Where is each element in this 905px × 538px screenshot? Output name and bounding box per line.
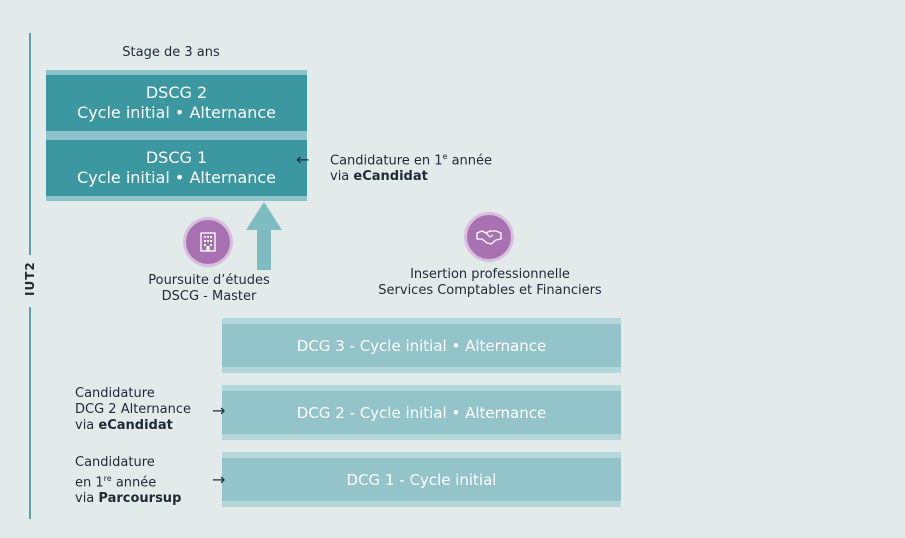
dcg1-application: Candidature en 1re année via Parcoursup [75, 455, 215, 507]
dcg2-box: DCG 2 - Cycle initial • Alternance [222, 385, 621, 440]
dcg2-application: Candidature DCG 2 Alternance via eCandid… [75, 386, 225, 434]
dcg1-box: DCG 1 - Cycle initial [222, 452, 621, 507]
arrow-right-icon: → [212, 401, 226, 420]
dcg1-label: DCG 1 - Cycle initial [346, 470, 497, 489]
rail-label: IUT2 [23, 261, 37, 296]
building-icon [183, 217, 233, 267]
dscg1-application-line2: via eCandidat [330, 169, 428, 185]
side-rail-bottom [29, 307, 31, 519]
side-rail-top [29, 33, 31, 255]
dcg2-application-line3: via eCandidat [75, 418, 173, 433]
dcg3-box: DCG 3 - Cycle initial • Alternance [222, 318, 621, 373]
dscg1-box: DSCG 1 Cycle initial • Alternance [46, 135, 307, 201]
further-studies-line2: DSCG - Master [161, 289, 257, 304]
dcg1-application-line2: en 1re année [75, 474, 157, 491]
dscg2-subtitle: Cycle initial • Alternance [77, 103, 276, 122]
dcg2-label: DCG 2 - Cycle initial • Alternance [296, 403, 547, 422]
professional-insertion-line2: Services Comptables et Financiers [378, 283, 602, 298]
further-studies-line1: Poursuite d’études [148, 273, 270, 288]
dcg1-application-line3: via Parcoursup [75, 491, 182, 507]
dscg1-application: Candidature en 1e année via eCandidat [330, 149, 550, 185]
dcg2-application-line2: DCG 2 Alternance [75, 402, 192, 417]
dscg2-title: DSCG 2 [145, 83, 208, 102]
further-studies: Poursuite d’études DSCG - Master [126, 273, 292, 305]
internship-note: Stage de 3 ans [122, 45, 220, 60]
dcg1-application-line1: Candidature [75, 455, 155, 470]
dcg3-label: DCG 3 - Cycle initial • Alternance [296, 336, 547, 355]
dscg2-box: DSCG 2 Cycle initial • Alternance [46, 70, 307, 136]
handshake-icon [464, 212, 514, 262]
professional-insertion: Insertion professionnelle Services Compt… [340, 267, 640, 299]
dcg2-application-line1: Candidature [75, 386, 155, 401]
professional-insertion-line1: Insertion professionnelle [410, 267, 570, 282]
arrow-right-icon: → [212, 470, 226, 489]
arrow-left-icon: ← [296, 150, 310, 169]
dscg1-subtitle: Cycle initial • Alternance [77, 168, 276, 187]
arrow-up-icon [246, 202, 282, 270]
dscg1-application-line1: Candidature en 1e année [330, 152, 493, 169]
dscg1-title: DSCG 1 [145, 148, 208, 167]
